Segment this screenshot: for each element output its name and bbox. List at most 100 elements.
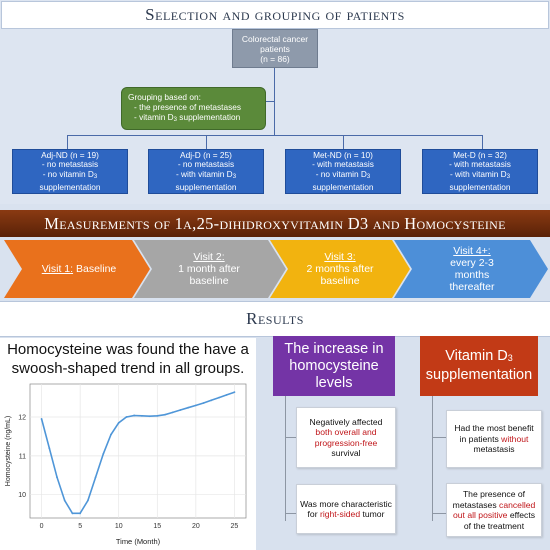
f3-red: without [501,433,529,444]
data-point [164,413,166,416]
chart-points [40,391,236,515]
group-name: Adj-D (n = 25) [180,149,232,160]
f3-b: metastasis [473,444,515,455]
group-met-nd: Met-ND (n = 10) - with metastasis - no v… [285,149,401,194]
visit3-chevron [270,240,410,298]
f1-red: both overall and progression-free [314,427,378,448]
x-axis-label: Time (Month) [116,537,161,546]
f2-b: tumor [360,509,385,519]
data-point [56,476,58,479]
selection-title: Selection and grouping of patients [1,1,549,29]
grouping-box: Grouping based on: - the presence of met… [121,87,266,130]
group-line3: - with vitamin D3 [449,169,511,183]
group-line3-text: - with vitamin D [175,169,233,179]
finding-survival: Negatively affected both overall and pro… [296,407,396,468]
data-point [133,414,136,417]
f2-a: Was more characteristic for [300,498,392,520]
results-title: Results [0,301,550,337]
data-point [48,447,51,449]
group-line3-sub: 3 [506,174,511,180]
visit2-label: Visit 2: [193,251,225,263]
purple-tick1 [285,437,296,438]
f1-a: Negatively affected [309,416,383,427]
x-tick-label: 25 [231,523,239,530]
data-point [225,393,228,396]
group-name: Met-ND (n = 10) [313,149,373,160]
x-tick-label: 20 [192,523,200,530]
y-tick-label: 10 [18,492,26,499]
group-name: Adj-ND (n = 19) [41,149,99,160]
finding-right-sided: Was more characteristic for right-sided … [296,484,396,534]
connector-grouping [265,101,274,102]
connector-g2 [206,135,207,149]
connector-horizontal [67,135,483,136]
grouping-line1: Grouping based on: [128,92,201,102]
vitd-title-a: Vitamin D [445,348,508,364]
finding-survival-text: Negatively affected both overall and pro… [300,417,392,459]
data-point [79,512,82,515]
visit2-text: Visit 2: 1 month after baseline [158,240,260,298]
data-point [156,414,159,417]
root-box: Colorectal cancer patients (n = 86) [232,29,318,68]
visit3-label: Visit 3: [324,251,356,263]
group-line3-sub: 3 [366,174,371,180]
grouping-line3: - vitamin D3 supplementation [128,112,259,125]
f1-b: survival [331,448,361,458]
visit4-chevron [394,240,548,298]
measurements-title: Measurements of 1α,25-dihidroxyvitamin D… [0,210,550,237]
visit1-label: Visit 1: [41,263,74,275]
x-tick-label: 15 [153,523,161,530]
homocysteine-line [40,391,235,515]
root-line3: (n = 86) [260,53,290,64]
visit3-text: Visit 3: 2 months after baseline [292,240,388,298]
red-bracket [432,396,433,521]
data-point [125,416,128,418]
f4-b: effects of the treatment [463,510,536,531]
visit1-line: Visit 1: Baseline [42,263,117,275]
y-tick-label: 11 [19,453,26,460]
y-tick-label: 12 [18,415,26,422]
data-point [194,404,197,407]
vitd-title-sub: 3 [507,353,513,363]
group-line3: - no vitamin D3 [42,169,98,183]
connector-g4 [482,135,483,149]
group-line3-text: - no vitamin D [42,169,94,179]
group-line3-text: - no vitamin D [315,169,367,179]
visit4-label: Visit 4+: [453,245,491,257]
grouping-line3b: supplementation [177,112,241,122]
finding-cancelled-text: The presence of metastases cancelled out… [450,489,538,531]
connector-g1 [67,135,68,149]
group-line2: - with metastasis [449,159,511,170]
visit4-text: Visit 4+: every 2-3 months thereafter [418,240,526,298]
visit1-text: Visit 1: Baseline [24,240,134,298]
group-line3-sub: 3 [232,174,237,180]
grouping-line3-sub: 3 [173,117,177,123]
data-point [171,411,174,414]
data-point [187,406,190,409]
chart-grid [30,384,246,518]
data-point [218,396,220,399]
root-line1: Colorectal cancer [241,33,309,44]
data-point [233,391,236,394]
group-line4: supplementation [449,181,511,192]
x-tick-label: 0 [40,523,44,530]
group-line4: supplementation [175,181,237,192]
group-line4: supplementation [39,181,101,192]
data-point [94,476,97,479]
data-point [110,433,112,436]
data-point [40,418,43,420]
finding-no-metastasis-text: Had the most benefit in patients without… [450,423,538,455]
f4-red: cancelled out all positive [452,499,536,521]
red-tick2 [432,513,446,514]
group-name: Met-D (n = 32) [453,149,507,160]
group-line3-text: - with vitamin D [449,169,507,179]
group-adj-d: Adj-D (n = 25) - no metastasis - with vi… [148,149,264,194]
group-met-d: Met-D (n = 32) - with metastasis - with … [422,149,538,194]
y-axis-label: Homocysteine (ng/mL) [5,416,12,486]
grouping-line2: - the presence of metastases [134,102,241,112]
grouping-line3a: - vitamin D [134,112,174,122]
data-point [86,499,89,502]
visit4-desc: every 2-3 months thereafter [449,257,495,293]
group-line2: - no metastasis [41,159,99,170]
